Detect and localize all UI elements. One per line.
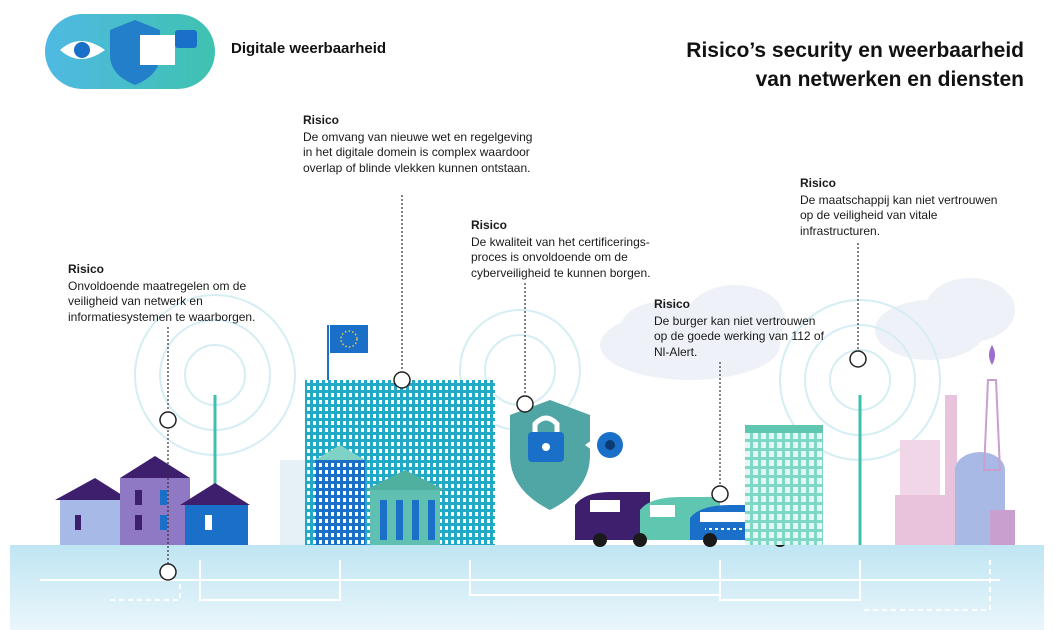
risk-text: De kwaliteit van het certificerings-proc… [471,234,651,280]
risk-label-regulation: Risico De omvang van nieuwe wet en regel… [303,113,535,176]
risk-title: Risico [303,113,340,127]
page-title-line-1: Risico’s security en weerbaarheid [686,39,1024,62]
risk-label-certification: Risico De kwaliteit van het certificerin… [471,218,681,281]
risk-text: De burger kan niet vertrouwen op de goed… [654,313,824,359]
connector-nodes [159,350,867,581]
clouds [600,278,1015,380]
eu-flag [327,325,368,380]
office-buildings [280,380,495,545]
risk-text: De maatschappij kan niet vertrouwen op d… [800,192,998,238]
factory [895,345,1015,545]
risk-text: De omvang van nieuwe wet en regelgeving … [303,129,533,175]
risk-title: Risico [800,176,837,190]
eye-icon [585,432,640,458]
shield-lock [510,400,590,510]
risk-label-112-alert: Risico De burger kan niet vertrouwen op … [654,297,824,360]
connectors [167,195,859,565]
risk-label-infrastructure: Risico De maatschappij kan niet vertrouw… [800,176,1000,239]
houses [55,456,250,545]
page-title: Risico’s security en weerbaarheid van ne… [686,36,1024,94]
brand-label: Digitale weerbaarheid [231,40,387,57]
city-buildings [745,425,823,545]
ground [10,545,1044,630]
brand-badge [45,14,215,89]
risk-title: Risico [68,262,105,276]
page-title-line-2: van netwerken en diensten [755,68,1024,91]
risk-title: Risico [654,297,691,311]
risk-title: Risico [471,218,508,232]
risk-text: Onvoldoende maatregelen om de veiligheid… [68,278,256,324]
risk-label-network: Risico Onvoldoende maatregelen om de vei… [68,262,293,325]
